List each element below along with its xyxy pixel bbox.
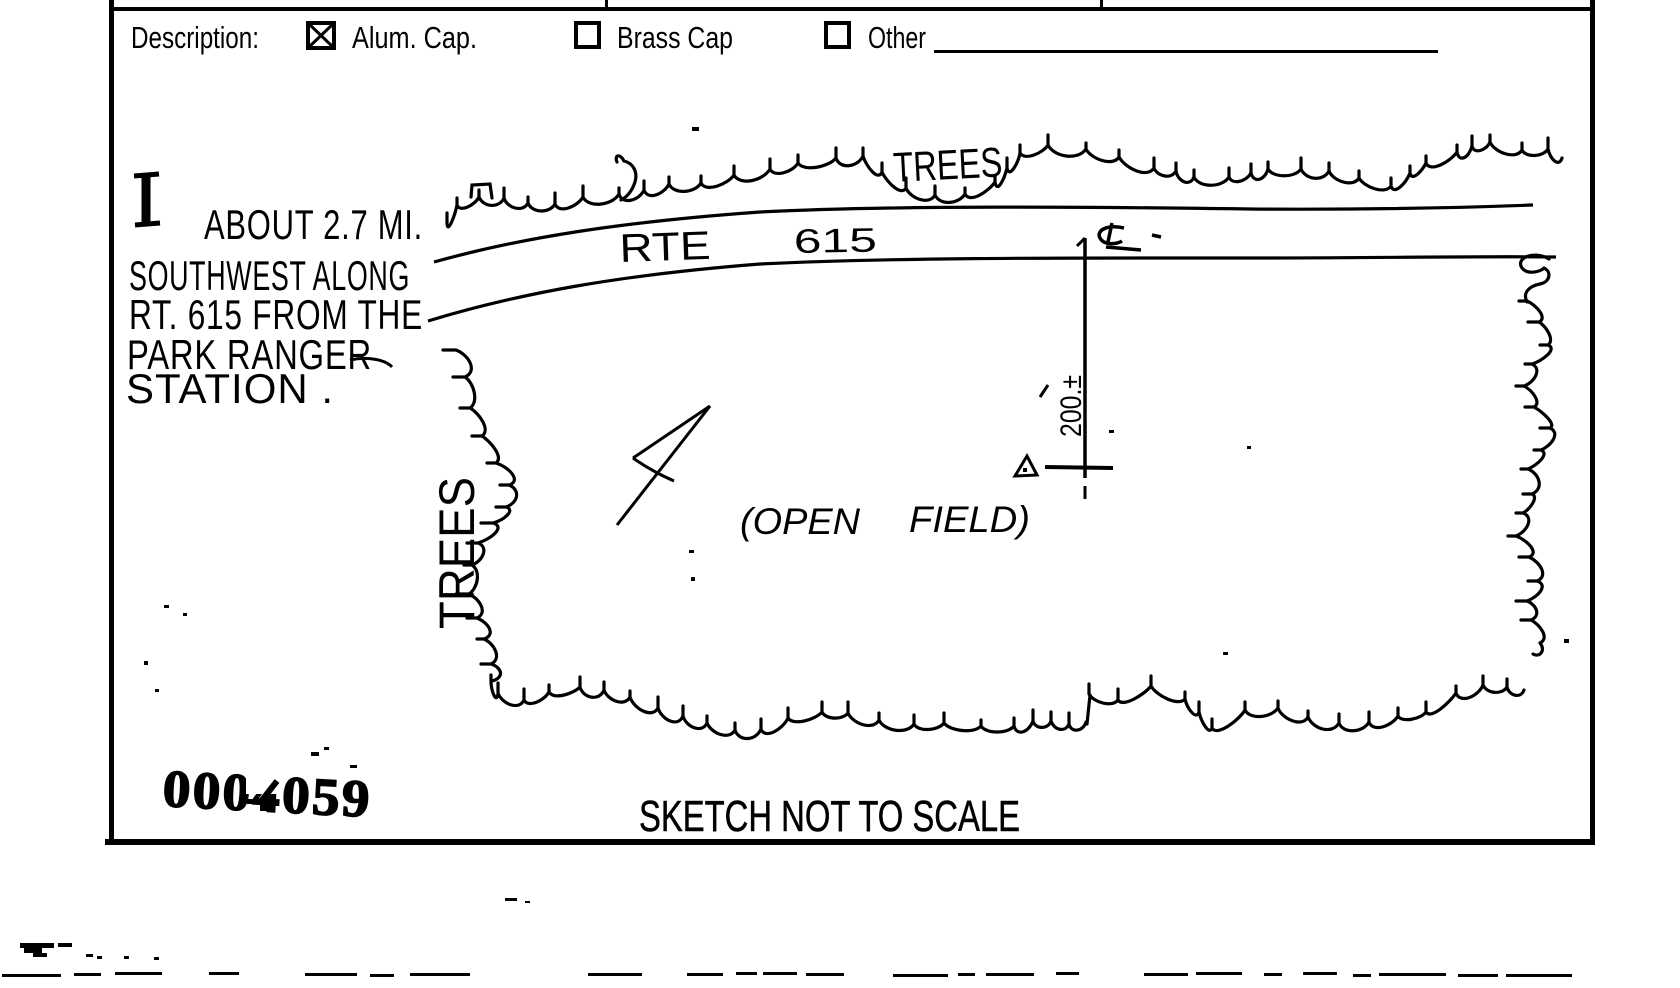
svg-text:ABOUT 2.7 MI.: ABOUT 2.7 MI. — [204, 201, 423, 248]
svg-text:TREES: TREES — [892, 138, 1003, 191]
svg-text:SOUTHWEST ALONG: SOUTHWEST ALONG — [129, 252, 410, 299]
svg-text:STATION .: STATION . — [126, 365, 334, 412]
svg-text:Description:: Description: — [131, 20, 259, 55]
svg-text:Brass Cap: Brass Cap — [617, 20, 733, 55]
svg-text:615: 615 — [793, 222, 877, 261]
svg-text:Alum. Cap.: Alum. Cap. — [352, 20, 477, 55]
svg-text:RT. 615 FROM THE: RT. 615 FROM THE — [129, 291, 423, 338]
svg-text:TREES: TREES — [429, 477, 485, 629]
svg-text:Other: Other — [868, 20, 926, 55]
svg-text:SKETCH NOT TO SCALE: SKETCH NOT TO SCALE — [639, 792, 1020, 841]
svg-text:200.±: 200.± — [1055, 375, 1088, 437]
svg-text:PARK RANGER: PARK RANGER — [127, 331, 372, 378]
svg-text:RTE: RTE — [619, 224, 711, 271]
svg-text:FIELD): FIELD) — [909, 499, 1030, 540]
svg-text:(OPEN: (OPEN — [740, 501, 860, 542]
